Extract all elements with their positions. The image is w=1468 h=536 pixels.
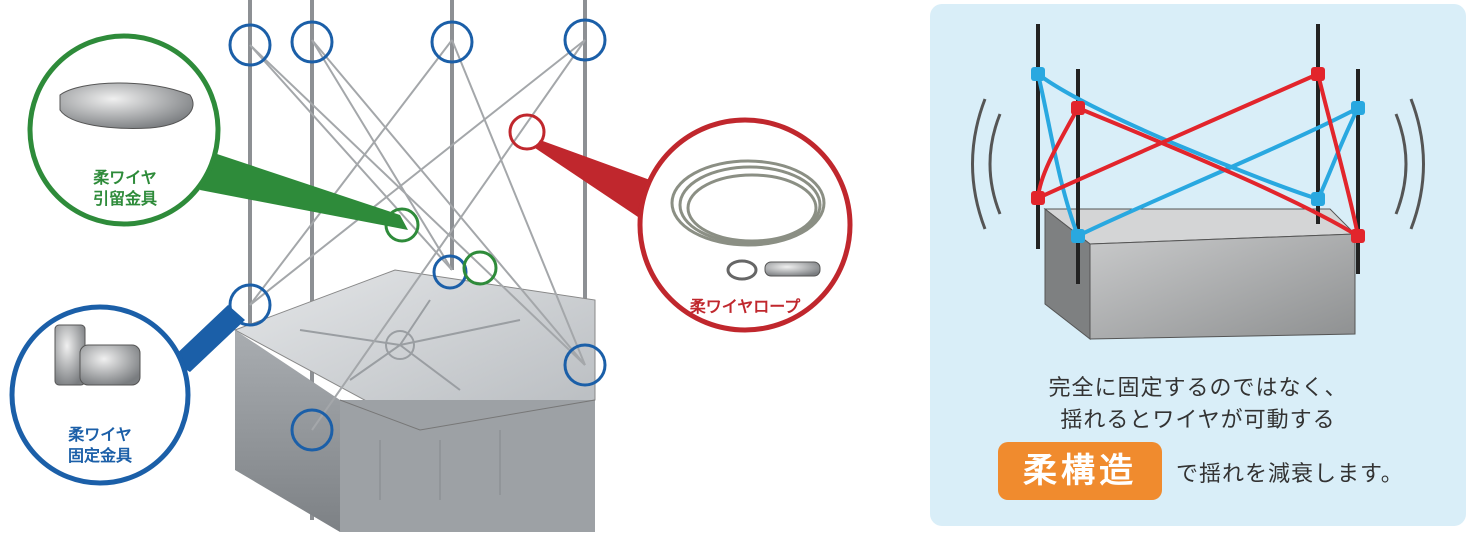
fixer-label-line1: 柔ワイヤ (68, 425, 132, 444)
red-wire-nodes (1031, 67, 1365, 243)
sway-arcs-right (1394, 98, 1425, 230)
fixer-label: 柔ワイヤ 固定金具 (55, 425, 145, 467)
stopper-zoom-circle (27, 33, 221, 227)
caption-line2: 揺れるとワイヤが可動する (1060, 408, 1336, 433)
wire-ropes (249, 39, 586, 431)
caption-line1: 完全に固定するのではなく、 (1048, 376, 1348, 401)
installation-illustration: 柔ワイヤ 引留金具 柔ワイヤ 固定金具 柔ワイヤロープ (9, 0, 853, 532)
fixer-zoom-circle (9, 304, 191, 486)
caption-tail: で揺れを減衰します。 (1176, 462, 1404, 487)
flexible-structure-diagram (971, 24, 1425, 341)
stopper-callout-pointer (200, 150, 408, 230)
stopper-label-line2: 引留金具 (92, 188, 157, 208)
stopper-label: 柔ワイヤ 引留金具 (80, 168, 170, 210)
indoor-unit-box (233, 269, 596, 532)
unit-box-diagram (1043, 207, 1357, 341)
fixer-callout-pointer (170, 305, 245, 372)
wire-rope-coil-icon (670, 159, 826, 247)
rope-marker (508, 113, 546, 151)
flexible-structure-badge: 柔構造 (998, 442, 1162, 500)
fixer-label-line2: 固定金具 (67, 445, 132, 465)
cyan-wire-nodes (1031, 67, 1365, 243)
flexible-structure-panel: 完全に固定するのではなく、 揺れるとワイヤが可動する 柔構造 で揺れを減衰します… (930, 4, 1466, 526)
stopper-label-line1: 柔ワイヤ (93, 168, 157, 187)
rope-zoom-circle (637, 117, 853, 333)
stopper-markers (384, 207, 498, 286)
rope-label: 柔ワイヤロープ (689, 297, 801, 316)
stopper-fitting-icon (59, 82, 194, 129)
sway-arcs-left (971, 98, 1002, 230)
unit-suspension-drawing (9, 0, 853, 532)
rope-callout-pointer (535, 140, 650, 225)
